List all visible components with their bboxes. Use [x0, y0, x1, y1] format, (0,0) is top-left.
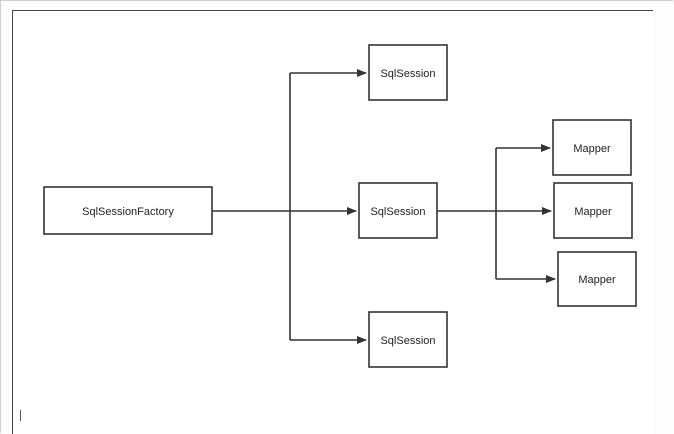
node-mapper-bottom[interactable]: Mapper	[557, 251, 637, 307]
text-cursor	[20, 410, 21, 421]
node-label: Mapper	[578, 274, 616, 286]
session-connectors	[437, 144, 556, 283]
node-box	[358, 182, 438, 239]
node-mapper-middle[interactable]: Mapper	[553, 182, 633, 239]
node-label: Mapper	[573, 143, 611, 155]
node-box	[553, 182, 633, 239]
node-mapper-top[interactable]: Mapper	[552, 119, 632, 176]
node-label: SqlSession	[380, 335, 435, 347]
node-box	[368, 44, 448, 101]
node-label: SqlSession	[380, 68, 435, 80]
node-sqlsession-middle[interactable]: SqlSession	[358, 182, 438, 239]
node-box	[368, 311, 448, 368]
node-sqlsessionfactory[interactable]: SqlSessionFactory	[43, 186, 213, 235]
node-sqlsession-bottom[interactable]: SqlSession	[368, 311, 448, 368]
node-label: Mapper	[574, 206, 612, 218]
node-sqlsession-top[interactable]: SqlSession	[368, 44, 448, 101]
node-box	[557, 251, 637, 307]
node-box	[552, 119, 632, 176]
root-connectors	[212, 69, 367, 344]
node-label: SqlSessionFactory	[82, 206, 174, 218]
node-box	[43, 186, 213, 235]
node-label: SqlSession	[370, 206, 425, 218]
